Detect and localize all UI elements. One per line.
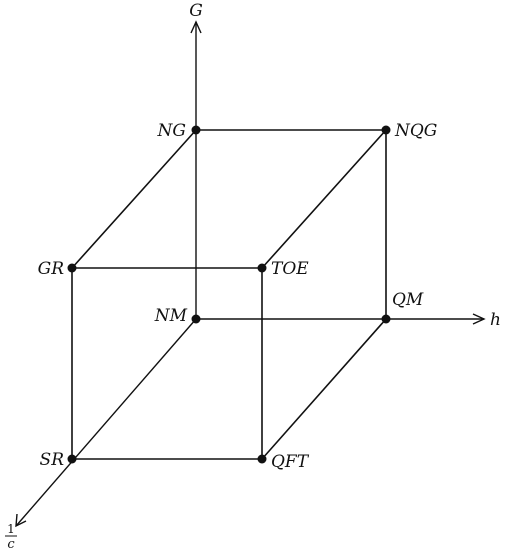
inverse-c-axis — [15, 318, 197, 527]
node-toe — [257, 263, 267, 273]
node-gr — [67, 263, 77, 273]
vertex-label-nqg: NQG — [394, 121, 437, 141]
node-nm — [191, 314, 201, 324]
vertex-label-sr: SR — [40, 450, 65, 470]
edge-qm-qft — [261, 318, 387, 460]
g-axis-label: G — [189, 1, 203, 21]
vertex-label-ng: NG — [157, 121, 186, 141]
h-axis-arrowhead — [472, 313, 486, 325]
vertex-label-gr: GR — [38, 259, 65, 279]
node-sr — [67, 454, 77, 464]
edge-nqg-toe — [261, 129, 387, 269]
node-nqg — [381, 125, 391, 135]
inverse-c-numerator: 1 — [7, 522, 15, 536]
vertex-label-nm: NM — [154, 306, 188, 326]
edge-ng-gr — [71, 129, 197, 269]
node-ng — [191, 125, 201, 135]
vertex-label-qm: QM — [392, 290, 424, 310]
inverse-c-denominator: c — [7, 537, 15, 550]
h-axis-label: h — [490, 310, 501, 330]
vertex-label-toe: TOE — [271, 259, 309, 279]
inverse-c-axis-arrowhead — [15, 513, 27, 528]
g-axis-arrowhead — [190, 20, 202, 34]
node-qm — [381, 314, 391, 324]
vertex-label-qft: QFT — [271, 452, 310, 472]
node-qft — [257, 454, 267, 464]
